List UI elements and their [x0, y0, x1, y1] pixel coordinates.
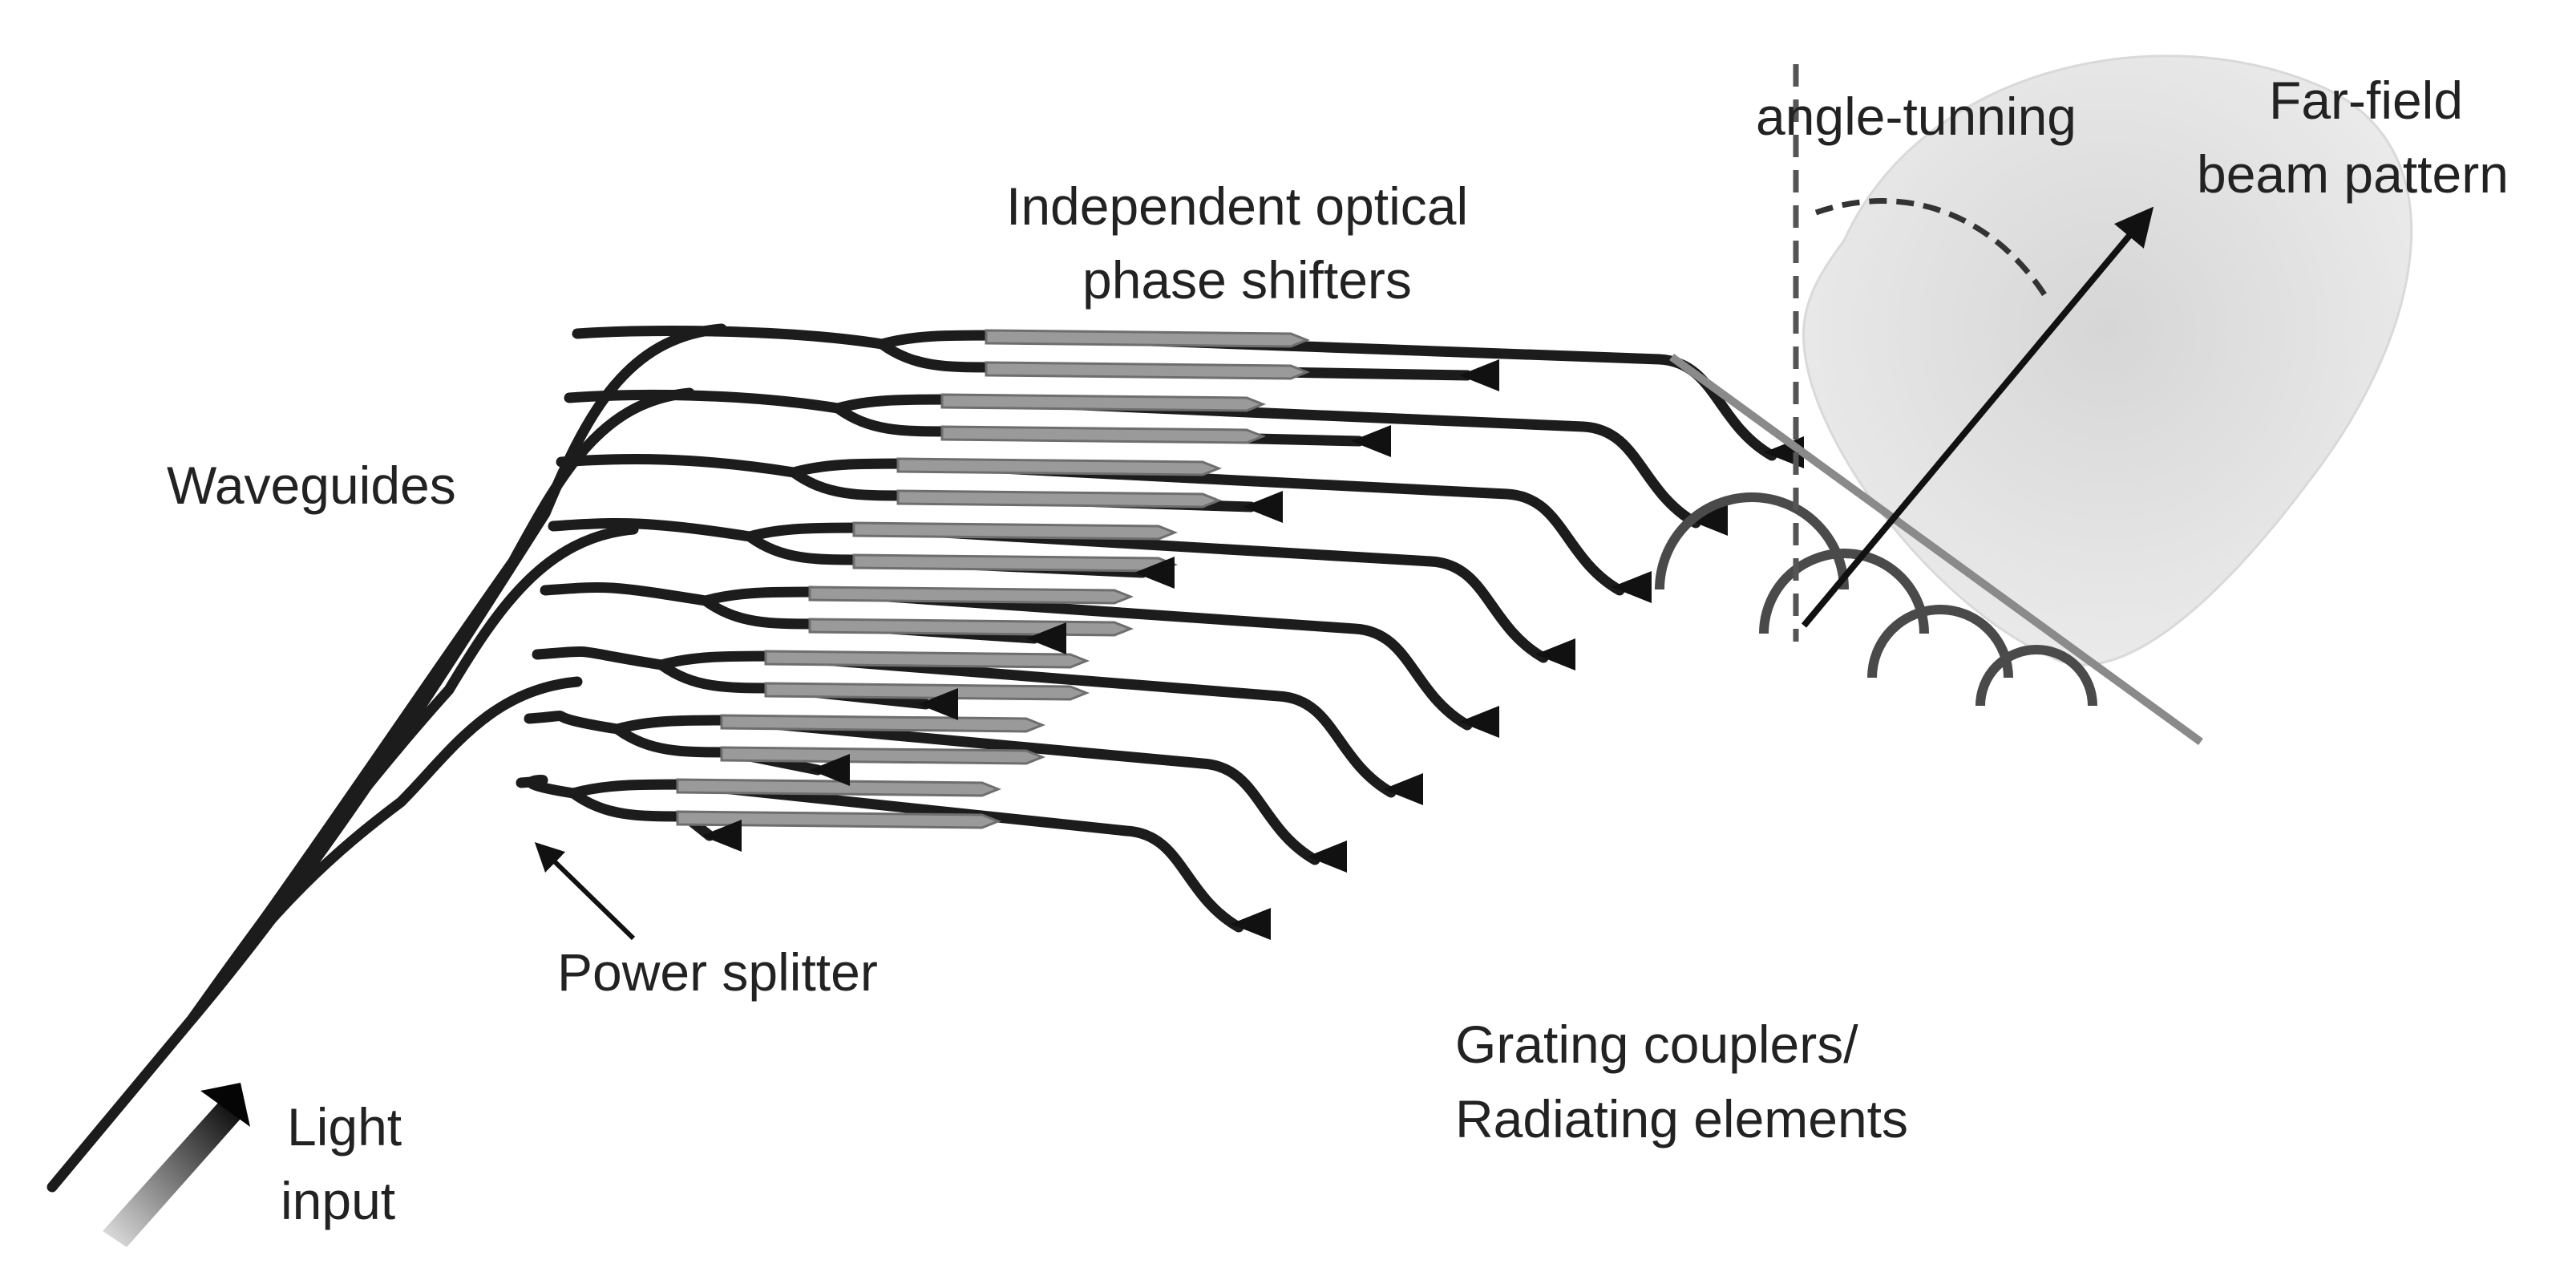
grating-coupler — [1459, 359, 1499, 391]
splitter-tree-waveguide — [187, 524, 639, 1024]
phase-shifter — [764, 650, 1090, 669]
grating-coupler — [1612, 571, 1652, 603]
grating-coupler — [1535, 638, 1575, 670]
feed-waveguide — [524, 710, 623, 735]
light-input-arrow — [103, 1083, 250, 1247]
wavefront-arc — [1867, 605, 2013, 679]
phase-shifters-label-line1: Independent optical — [1006, 176, 1468, 236]
grating-coupler — [1459, 706, 1499, 738]
grating-couplers-label-line2: Radiating elements — [1455, 1089, 1908, 1148]
input-waveguide — [47, 1013, 198, 1193]
waveguides-label: Waveguides — [167, 456, 456, 515]
power-splitter-pointer-arrow — [534, 841, 636, 941]
phase-shifter — [985, 361, 1311, 380]
grating-coupler — [810, 754, 850, 786]
grating-coupler — [1243, 491, 1283, 523]
phase-shifter — [808, 618, 1134, 637]
grating-coupler — [1231, 908, 1271, 940]
feed-waveguide — [556, 453, 799, 478]
feed-waveguide — [532, 646, 667, 670]
phase-shifters-label-line2: phase shifters — [1082, 250, 1412, 310]
feed-waveguide — [564, 389, 843, 414]
beam-direction-arrow — [1801, 206, 2154, 628]
phase-shifter — [940, 393, 1267, 412]
light-input-label-line2: input — [281, 1171, 395, 1230]
phase-shifter — [676, 778, 1002, 797]
power-splitter-label: Power splitter — [557, 942, 878, 1002]
feed-waveguide — [540, 581, 711, 606]
branch-waveguide-upper — [568, 779, 1244, 933]
phase-shifter-array — [676, 329, 1311, 829]
branch-waveguide-upper — [832, 394, 1701, 529]
wavefront-arc — [1759, 549, 1929, 634]
grating-coupler — [1026, 622, 1066, 654]
light-input-label-line1: Light — [287, 1097, 402, 1157]
phase-shifter — [985, 329, 1311, 348]
phase-shifter — [676, 810, 1002, 829]
grating-coupler — [1688, 504, 1728, 536]
branch-waveguide-upper — [744, 522, 1549, 663]
feed-waveguide — [572, 325, 888, 350]
grating-coupler — [1383, 773, 1423, 805]
grating-coupler — [1307, 841, 1347, 873]
grating-coupler — [702, 820, 742, 852]
grating-coupler — [918, 688, 958, 720]
phase-shifter — [896, 489, 1223, 508]
grating-coupler — [1351, 425, 1391, 457]
phase-shifter — [720, 714, 1046, 733]
angle-arc-dashed — [1814, 198, 2051, 302]
phase-shifter — [808, 585, 1134, 605]
phase-shifter — [764, 682, 1090, 701]
radiation-wavefronts — [1655, 492, 2097, 707]
branch-waveguide-upper — [656, 650, 1397, 798]
branch-waveguide-upper — [876, 330, 1777, 461]
feed-waveguide — [516, 774, 579, 799]
far-field-beam-shape — [1802, 55, 2413, 666]
far-field-label-line1: Far-field — [2269, 71, 2463, 130]
wavefront-arc — [1655, 492, 1849, 590]
splitter-tree-waveguide — [187, 676, 583, 1024]
branch-waveguide-upper — [788, 458, 1625, 596]
grating-couplers-label-line1: Grating couplers/ — [1455, 1015, 1858, 1074]
angle-tuning-label: angle-tunning — [1756, 87, 2077, 146]
grating-coupler — [1134, 557, 1175, 589]
phase-shifter — [896, 457, 1223, 476]
wavefront-arc — [1975, 645, 2097, 707]
far-field-label-line2: beam pattern — [2197, 144, 2509, 204]
phase-shifter — [852, 553, 1179, 573]
phase-shifter — [852, 521, 1179, 541]
phase-shifter — [940, 425, 1267, 444]
phase-shifter — [720, 746, 1046, 765]
branch-waveguide-upper — [700, 586, 1473, 731]
radiating-aperture-line — [1669, 353, 2203, 746]
feed-waveguide — [548, 517, 755, 542]
branch-waveguide-upper — [612, 715, 1320, 865]
grating-coupler-array — [702, 359, 1804, 940]
